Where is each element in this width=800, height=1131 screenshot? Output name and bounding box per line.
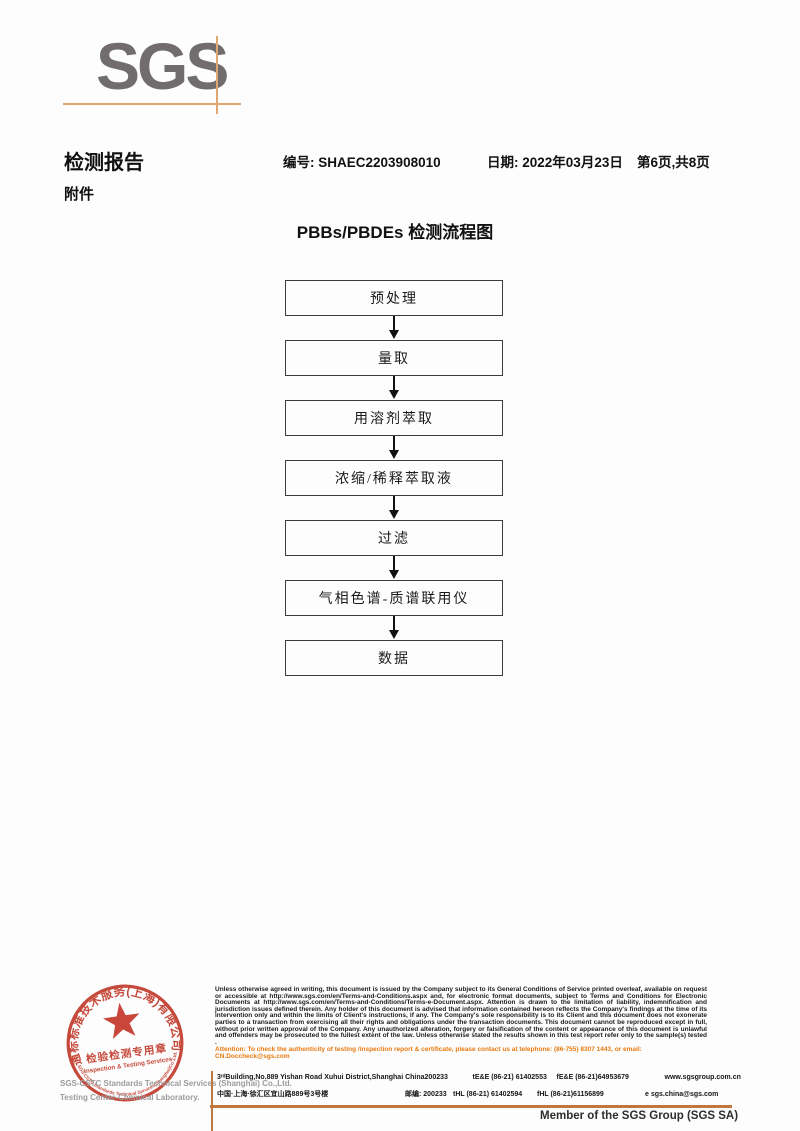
- report-number-label: 编号:: [283, 155, 315, 170]
- stamp-circle: [66, 984, 184, 1102]
- address-block: 3ʳᵈBuilding,No.889 Yishan Road Xuhui Dis…: [217, 1074, 741, 1104]
- sgs-logo: SGS: [96, 29, 229, 103]
- report-date-label: 日期:: [487, 155, 519, 170]
- flow-step-data: 数据: [285, 640, 503, 676]
- flowchart: 预处理 量取 用溶剂萃取 浓缩/稀释萃取液 过滤 气相色谱-质谱联用仪 数据: [285, 280, 503, 676]
- address-cn: 中国·上海·徐汇区宜山路889号3号楼: [217, 1091, 329, 1098]
- legal-disclaimer: Unless otherwise agreed in writing, this…: [215, 986, 707, 1046]
- footer-horizontal-rule: [210, 1105, 732, 1108]
- flow-step-pretreatment: 预处理: [285, 280, 503, 316]
- telephone-en: tE&E (86-21) 61402553: [472, 1074, 547, 1081]
- logo-vertical-rule: [216, 36, 218, 114]
- address-row-en: 3ʳᵈBuilding,No.889 Yishan Road Xuhui Dis…: [217, 1074, 741, 1089]
- website: www.sgsgroup.com.cn: [664, 1074, 741, 1081]
- address-en: 3ʳᵈBuilding,No.889 Yishan Road Xuhui Dis…: [217, 1074, 425, 1081]
- attention-notice: Attention: To check the authenticity of …: [215, 1046, 642, 1061]
- footer-vertical-rule: [211, 1071, 213, 1131]
- arrow-down-icon: [389, 556, 399, 580]
- arrow-down-icon: [389, 436, 399, 460]
- fax-en: fE&E (86-21)64953679: [556, 1074, 629, 1081]
- report-number: 编号: SHAEC2203908010: [283, 151, 441, 171]
- sgs-member-text: Member of the SGS Group (SGS SA): [540, 1110, 739, 1122]
- telephone-cn: tHL (86-21) 61402594: [453, 1091, 523, 1098]
- company-stamp: 通标标准技术服务(上海)有限公司 检验检测专用章 Inspection & Te…: [58, 977, 184, 1104]
- arrow-down-icon: [389, 616, 399, 640]
- address-row-cn: 中国·上海·徐汇区宜山路889号3号楼 邮编: 200233 tHL (86-2…: [217, 1089, 718, 1104]
- legal-block: Unless otherwise agreed in writing, this…: [215, 986, 707, 1061]
- arrow-down-icon: [389, 316, 399, 340]
- report-number-value: SHAEC2203908010: [318, 155, 441, 170]
- flowchart-title: PBBs/PBDEs 检测流程图: [296, 223, 494, 242]
- report-title: 检测报告: [64, 152, 144, 174]
- logo-horizontal-rule: [63, 103, 241, 105]
- fax-cn: fHL (86-21)61156899: [537, 1091, 604, 1098]
- lab-company-name: SGS-CSTC Standards Technical Services (S…: [60, 1079, 292, 1088]
- report-date-value: 2022年03月23日: [522, 155, 623, 170]
- flow-step-solvent-extraction: 用溶剂萃取: [285, 400, 503, 436]
- attachment-label: 附件: [64, 186, 95, 203]
- arrow-down-icon: [389, 496, 399, 520]
- flow-step-gcms: 气相色谱-质谱联用仪: [285, 580, 503, 616]
- arrow-down-icon: [389, 376, 399, 400]
- flow-step-concentrate-dilute: 浓缩/稀释萃取液: [285, 460, 503, 496]
- page-indicator: 第6页,共8页: [637, 155, 710, 170]
- stamp-star-icon: [103, 1002, 140, 1039]
- lab-department: Testing Center-Chemical Laboratory.: [60, 1093, 200, 1102]
- lab-company-lines: SGS-CSTC Standards Technical Services (S…: [60, 1077, 292, 1105]
- postcode-en: 200233: [424, 1074, 448, 1081]
- email: e sgs.china@sgs.com: [645, 1091, 719, 1098]
- report-date: 日期: 2022年03月23日: [487, 151, 623, 171]
- postcode-cn: 邮编: 200233: [405, 1091, 447, 1098]
- flow-step-filter: 过滤: [285, 520, 503, 556]
- flow-step-measure: 量取: [285, 340, 503, 376]
